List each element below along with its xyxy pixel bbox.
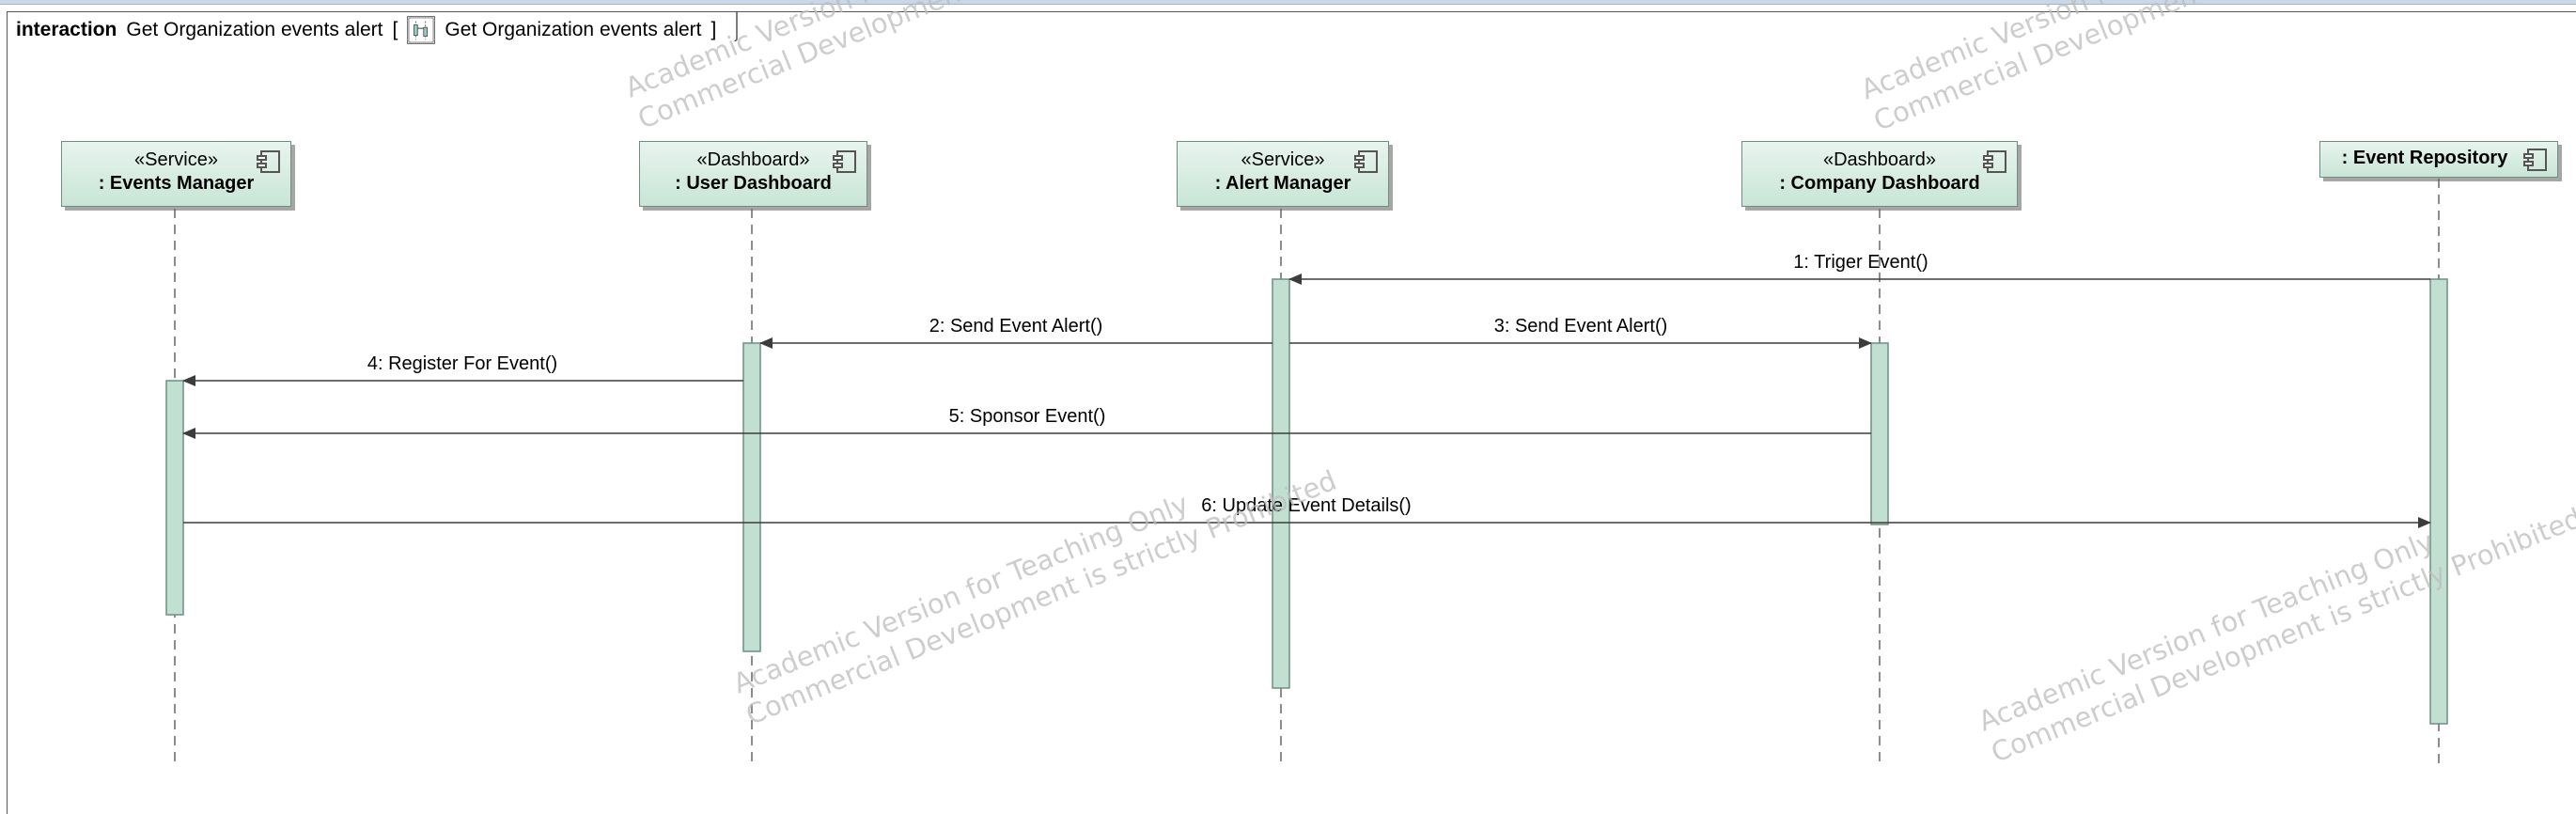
window-top-strip [0, 0, 2576, 5]
lifeline-events-manager[interactable]: «Service» : Events Manager [61, 141, 291, 207]
lifeline-name: : Company Dashboard [1779, 173, 1980, 194]
lifeline-company-dashboard[interactable]: «Dashboard» : Company Dashboard [1741, 141, 2018, 207]
message-label-5[interactable]: 5: Sponsor Event() [948, 406, 1106, 427]
lifeline-user-dashboard[interactable]: «Dashboard» : User Dashboard [639, 141, 867, 207]
frame-bracket-open: [ [392, 19, 398, 40]
component-icon [833, 150, 856, 173]
component-icon [1354, 150, 1378, 173]
message-label-6[interactable]: 6: Update Event Details() [1201, 495, 1412, 516]
interaction-frame [7, 11, 2576, 814]
lifeline-stereotype: «Service» [134, 149, 218, 170]
component-icon [1983, 150, 2006, 173]
frame-label: interaction Get Organization events aler… [7, 11, 738, 49]
component-icon [2523, 149, 2547, 171]
lifeline-stereotype: «Dashboard» [696, 149, 810, 170]
lifeline-name: : User Dashboard [675, 173, 832, 194]
frame-inner-title: Get Organization events alert [445, 19, 702, 40]
lifeline-name: : Events Manager [98, 173, 255, 194]
lifeline-name: : Alert Manager [1214, 173, 1351, 194]
component-icon [257, 150, 280, 173]
lifeline-stereotype: «Service» [1241, 149, 1325, 170]
lifeline-stereotype: «Dashboard» [1822, 149, 1937, 170]
message-label-1[interactable]: 1: Triger Event() [1793, 252, 1928, 273]
frame-bracket-close: ] [710, 19, 717, 40]
message-label-2[interactable]: 2: Send Event Alert() [929, 316, 1103, 337]
message-label-3[interactable]: 3: Send Event Alert() [1493, 316, 1668, 337]
frame-title: Get Organization events alert [126, 19, 383, 40]
message-label-4[interactable]: 4: Register For Event() [367, 353, 558, 374]
interaction-diagram-icon [407, 16, 436, 44]
lifeline-name: : Event Repository [2341, 148, 2508, 168]
lifeline-alert-manager[interactable]: «Service» : Alert Manager [1177, 141, 1389, 207]
lifeline-event-repository[interactable]: : Event Repository [2319, 141, 2558, 178]
frame-keyword: interaction [16, 19, 117, 40]
